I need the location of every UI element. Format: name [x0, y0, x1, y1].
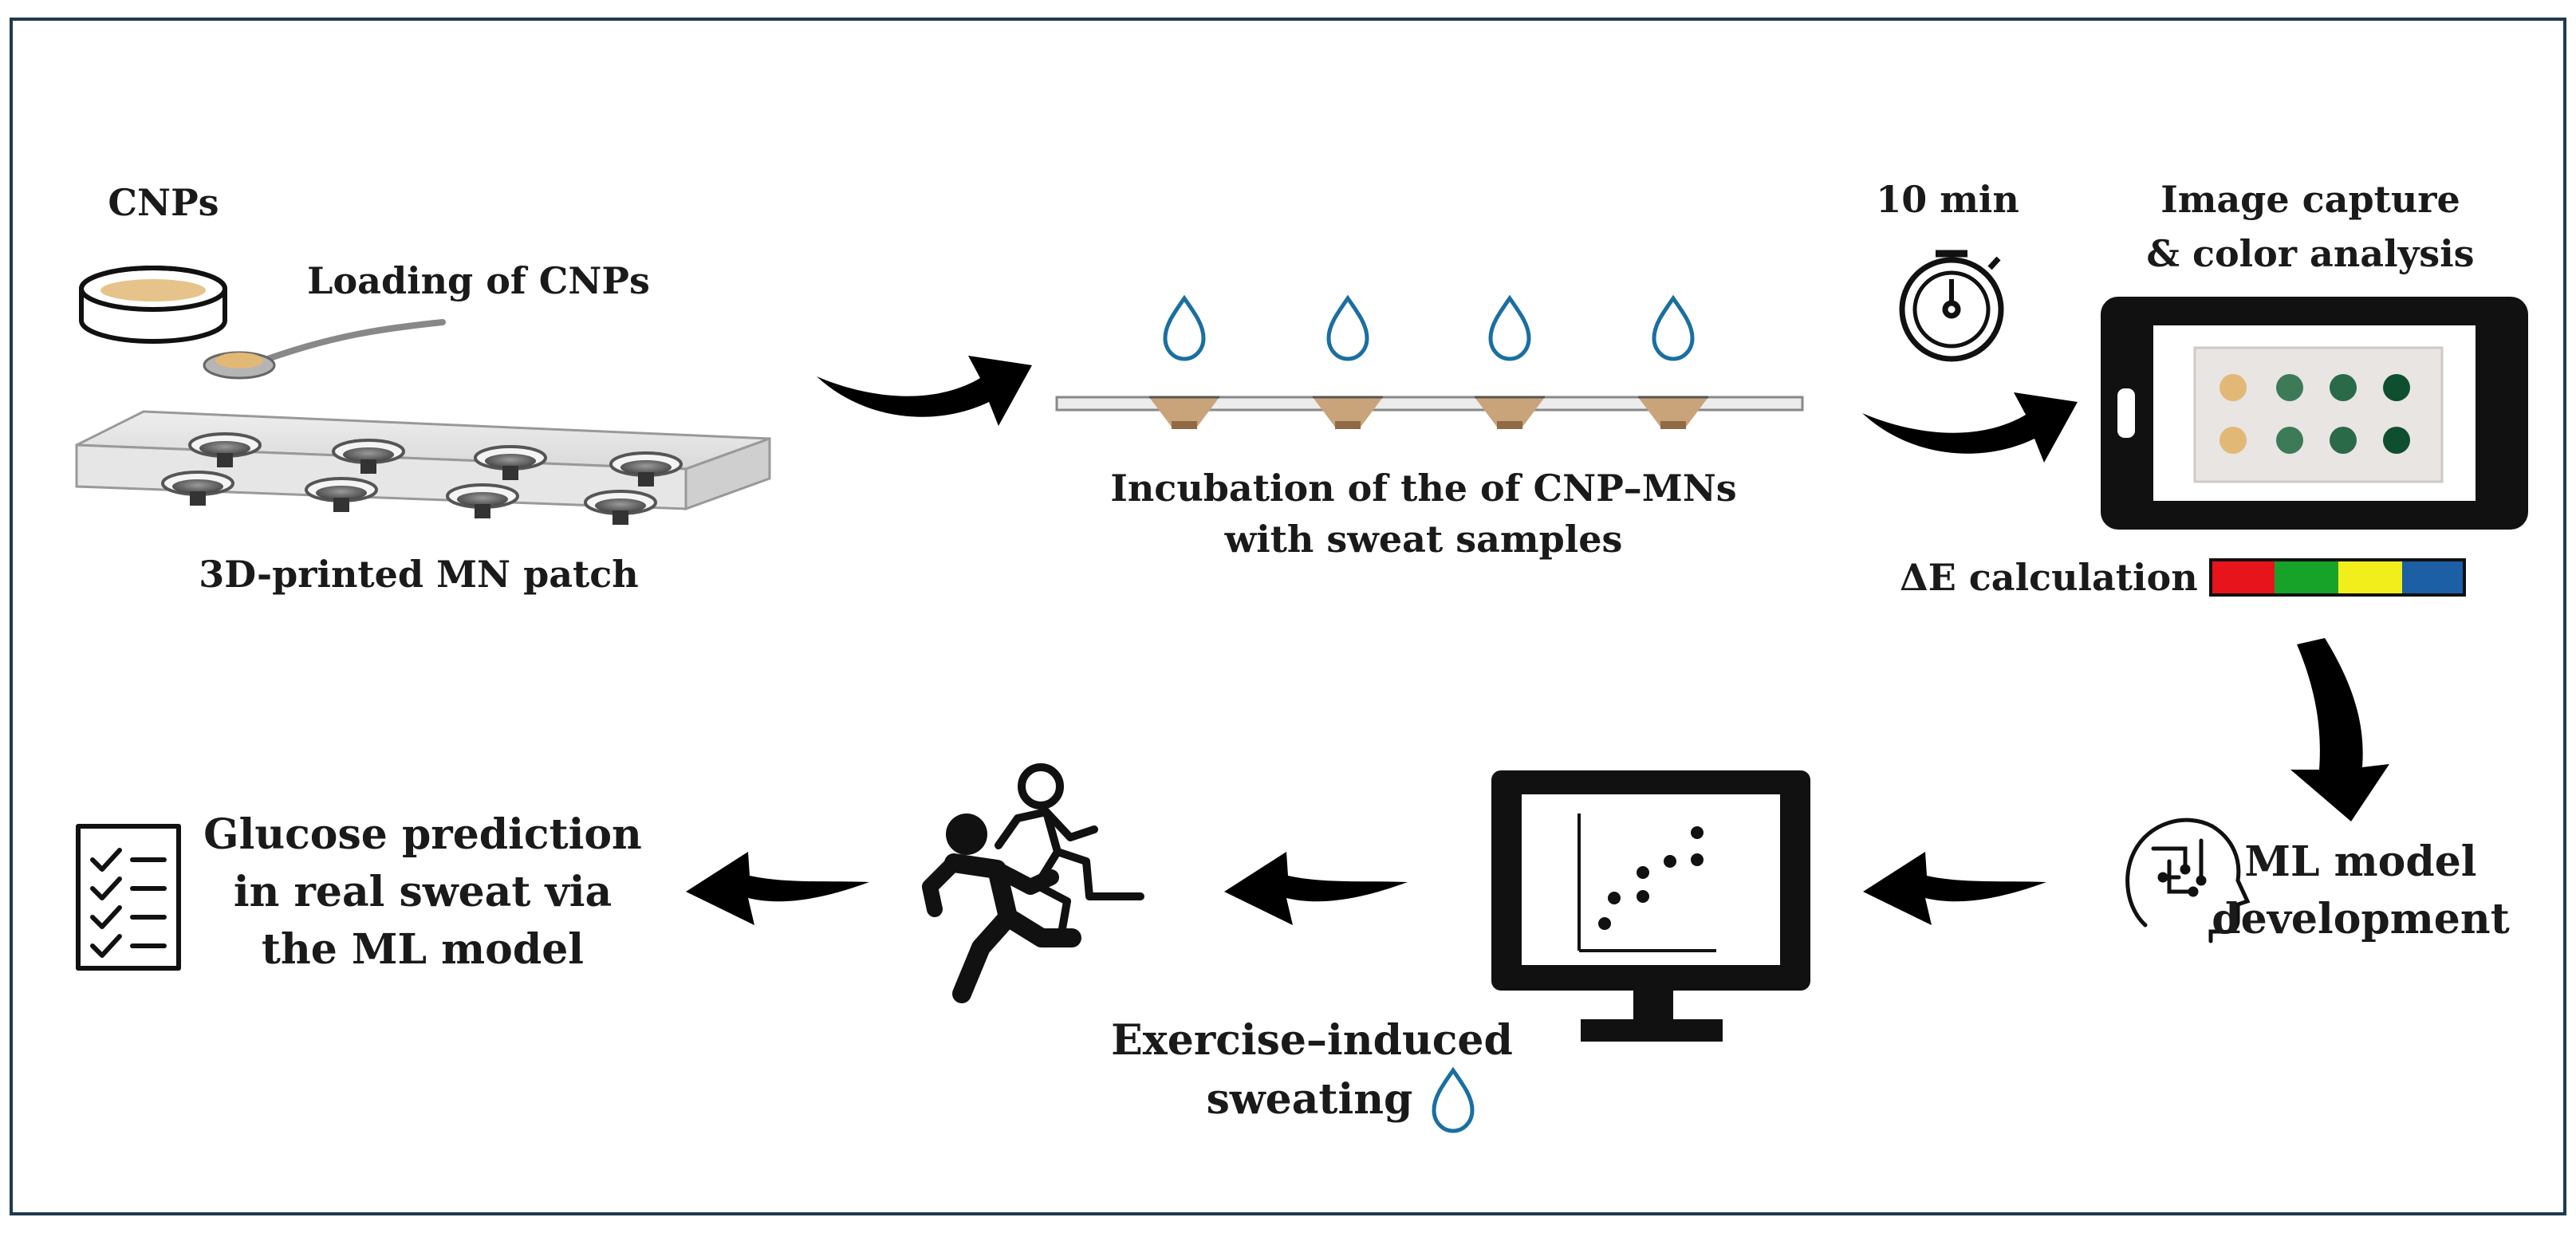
figure-frame — [10, 18, 2566, 1215]
monitor-icon — [1491, 770, 1810, 1042]
label-capture-1: Image capture — [2160, 178, 2460, 221]
stopwatch-icon — [1899, 250, 2004, 362]
incubation-strip — [1055, 298, 1804, 431]
label-capture-2: & color analysis — [2146, 232, 2474, 275]
color-scale — [2209, 558, 2466, 597]
well-plate — [2220, 374, 2410, 454]
label-time: 10 min — [1876, 178, 2019, 221]
tablet-icon — [2101, 297, 2528, 530]
label-incubation-1: Incubation of the of CNP–MNs — [1110, 467, 1736, 510]
label-cnps: CNPs — [108, 181, 219, 224]
arrow-icon — [2290, 638, 2389, 821]
label-glucose-3: the ML model — [262, 925, 584, 974]
runners-icon — [922, 763, 1144, 1003]
label-glucose-1: Glucose prediction — [203, 810, 642, 859]
checklist-icon — [76, 824, 181, 971]
petri-dish-icon — [79, 266, 227, 344]
mn-patch — [75, 410, 771, 526]
label-ml-1: ML model — [2244, 837, 2476, 886]
spoon-icon — [203, 319, 446, 380]
label-loading: Loading of CNPs — [307, 259, 650, 302]
label-delta-e: ΔE calculation — [1900, 556, 2198, 599]
scatter-plot — [1578, 813, 1716, 952]
label-incubation-2: with sweat samples — [1224, 518, 1623, 561]
label-glucose-2: in real sweat via — [234, 868, 612, 916]
label-exercise-2: sweating — [1207, 1075, 1413, 1124]
label-exercise-1: Exercise–induced — [1111, 1016, 1513, 1065]
brain-chip-icon — [2125, 817, 2251, 943]
label-patch: 3D-printed MN patch — [199, 553, 639, 596]
label-ml-2: development — [2212, 895, 2509, 943]
